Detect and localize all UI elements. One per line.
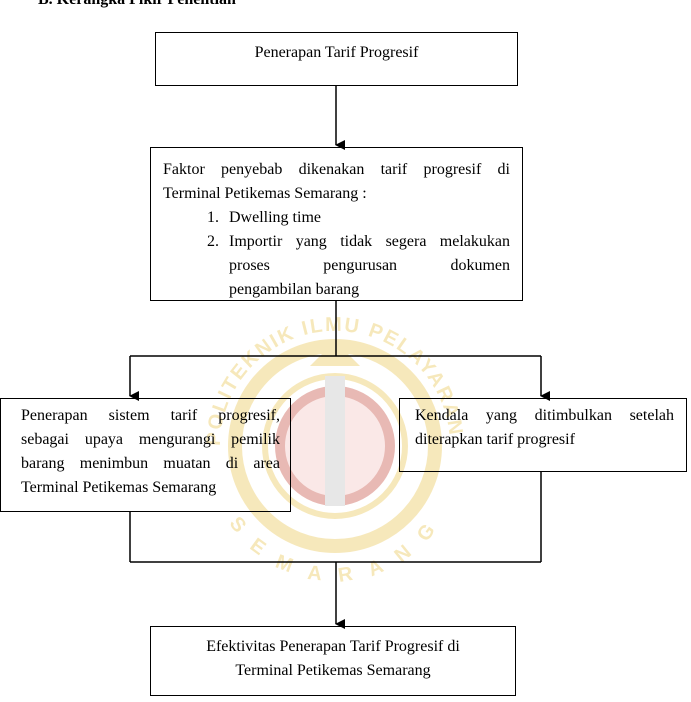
- box-effectiveness: Efektivitas Penerapan Tarif Progresif di…: [150, 626, 516, 696]
- box-tariff-application-text: Penerapan Tarif Progresif: [254, 44, 419, 61]
- factors-item-1: Dwelling time: [223, 206, 510, 230]
- watermark-seal: POLITEKNIK ILMU PELAYARAN SEMARANG: [203, 314, 465, 587]
- constraints-line2: diterapkan tarif progresif: [415, 431, 575, 448]
- progressive-system-line1: Penerapan sistem tarif progresif,: [21, 407, 280, 424]
- effectiveness-line1: Efektivitas Penerapan Tarif Progresif di: [206, 638, 460, 655]
- progressive-system-line3: barang menimbun muatan di area: [21, 455, 280, 472]
- box-progressive-system: Penerapan sistem tarif progresif, sebaga…: [0, 398, 291, 512]
- factors-item-2-line2: proses pengurusan dokumen: [229, 257, 510, 274]
- constraints-line1: Kendala yang ditimbulkan setelah: [415, 407, 674, 424]
- factors-item-1-text: Dwelling time: [229, 209, 321, 226]
- box-tariff-application: Penerapan Tarif Progresif: [155, 32, 518, 86]
- factors-intro-line2: Terminal Petikemas Semarang :: [163, 185, 367, 202]
- factors-item-2: Importir yang tidak segera melakukan pro…: [223, 230, 510, 302]
- box-constraints: Kendala yang ditimbulkan setelah diterap…: [399, 398, 687, 472]
- factors-list: Dwelling time Importir yang tidak segera…: [163, 206, 510, 302]
- effectiveness-line2: Terminal Petikemas Semarang: [235, 662, 431, 679]
- section-heading: B. Kerangka Pikir Penelitian: [38, 0, 236, 9]
- progressive-system-line4: Terminal Petikemas Semarang: [21, 479, 217, 496]
- factors-intro-line1: Faktor penyebab dikenakan tarif progresi…: [163, 161, 510, 178]
- factors-item-2-line3: pengambilan barang: [229, 281, 360, 298]
- factors-item-2-line1: Importir yang tidak segera melakukan: [229, 233, 510, 250]
- progressive-system-line2: sebagai upaya mengurangi pemilik: [21, 431, 280, 448]
- box-causal-factors: Faktor penyebab dikenakan tarif progresi…: [150, 147, 523, 301]
